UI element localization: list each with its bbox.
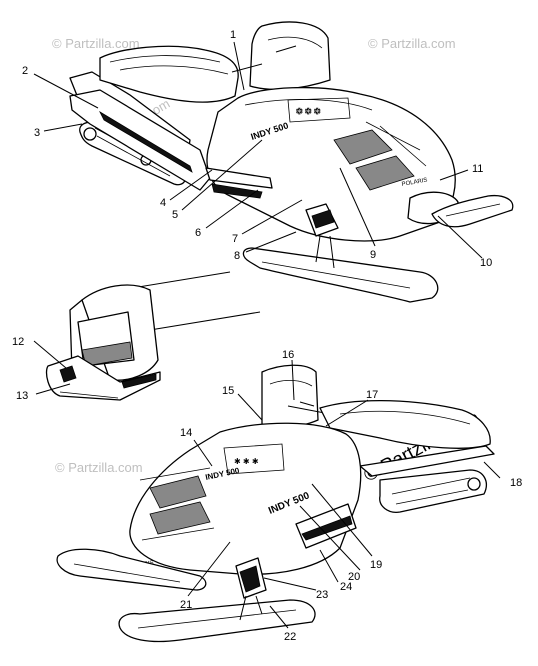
- callout-5: 5: [172, 209, 178, 221]
- top-snowmobile-drawing: ✱ ✱ ✱ INDY 500 POLARIS: [69, 21, 514, 303]
- callout-6: 6: [195, 227, 201, 239]
- top-brand-decal: POLARIS: [401, 178, 428, 188]
- callout-15: 15: [222, 385, 234, 397]
- watermark-bottom-left: © Partzilla.com: [55, 460, 143, 475]
- callout-12: 12: [12, 336, 24, 348]
- callout-24: 24: [340, 581, 352, 593]
- svg-text:✱ ✱ ✱: ✱ ✱ ✱: [296, 107, 321, 116]
- bottom-snowmobile-drawing: ✱ ✱ ✱ INDY 500 INDY 500 POLARIS: [56, 364, 495, 643]
- callout-18: 18: [510, 477, 522, 489]
- rear-leader-lines: [33, 340, 71, 395]
- callout-20: 20: [348, 571, 360, 583]
- callout-19: 19: [370, 559, 382, 571]
- rear-detail-drawing: [45, 271, 261, 401]
- callout-7: 7: [232, 233, 238, 245]
- callout-13: 13: [16, 390, 28, 402]
- bottom-leader-lines: [187, 359, 501, 629]
- callout-21: 21: [180, 599, 192, 611]
- callout-17: 17: [366, 389, 378, 401]
- svg-text:✱ ✱ ✱: ✱ ✱ ✱: [234, 457, 259, 466]
- callout-16: 16: [282, 349, 294, 361]
- callout-10: 10: [480, 257, 492, 269]
- callout-3: 3: [34, 127, 40, 139]
- callout-1: 1: [230, 29, 236, 41]
- callout-9: 9: [370, 249, 376, 261]
- callout-23: 23: [316, 589, 328, 601]
- top-leader-lines: [33, 41, 483, 259]
- callout-11: 11: [472, 163, 483, 175]
- callout-8: 8: [234, 250, 240, 262]
- callout-14: 14: [180, 427, 192, 439]
- callout-2: 2: [22, 65, 28, 77]
- callout-4: 4: [160, 197, 166, 209]
- callout-22: 22: [284, 631, 296, 643]
- watermark-top-right: © Partzilla.com: [368, 36, 456, 51]
- watermark-top-left: © Partzilla.com: [52, 36, 140, 51]
